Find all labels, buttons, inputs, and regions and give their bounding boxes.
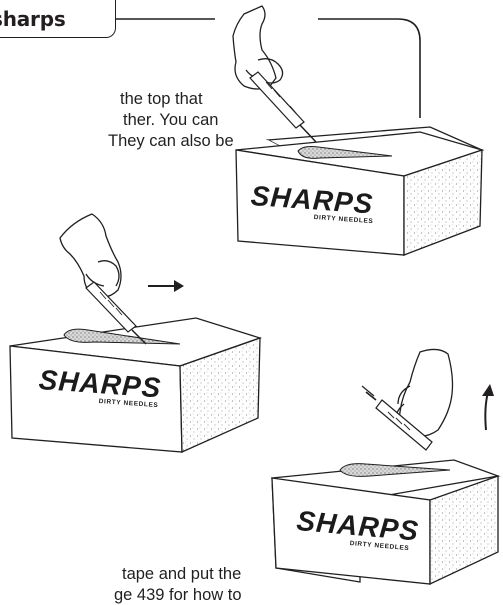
syringe-3 xyxy=(361,385,433,451)
sharps-box-1 xyxy=(235,126,485,256)
box-1-slot xyxy=(297,146,393,159)
section-heading-box: sharps xyxy=(0,0,116,38)
syringe-2 xyxy=(85,281,147,345)
connector-line-right xyxy=(318,18,421,118)
box-2-slot xyxy=(63,328,181,345)
paragraph-top-line-3: They can also be xyxy=(108,132,234,150)
curved-up-arrow-icon xyxy=(482,384,494,431)
paragraph-top-line-1: the top that xyxy=(120,90,203,108)
syringe-1 xyxy=(249,71,317,143)
box-1-side xyxy=(403,149,483,256)
section-heading: sharps xyxy=(0,7,66,31)
sharps-box-2 xyxy=(9,317,263,453)
paragraph-top-line-2: ther. You can xyxy=(123,111,219,129)
box-3-side xyxy=(429,475,499,586)
hand-2 xyxy=(59,213,122,298)
paragraph-bottom-line-2: ge 439 for how to xyxy=(114,586,242,604)
right-arrow-icon xyxy=(148,280,184,292)
box-3-slot xyxy=(339,463,451,477)
paragraph-bottom-line-1: tape and put the xyxy=(122,565,242,583)
box-2-side xyxy=(179,337,261,453)
sharps-box-3 xyxy=(271,459,501,586)
